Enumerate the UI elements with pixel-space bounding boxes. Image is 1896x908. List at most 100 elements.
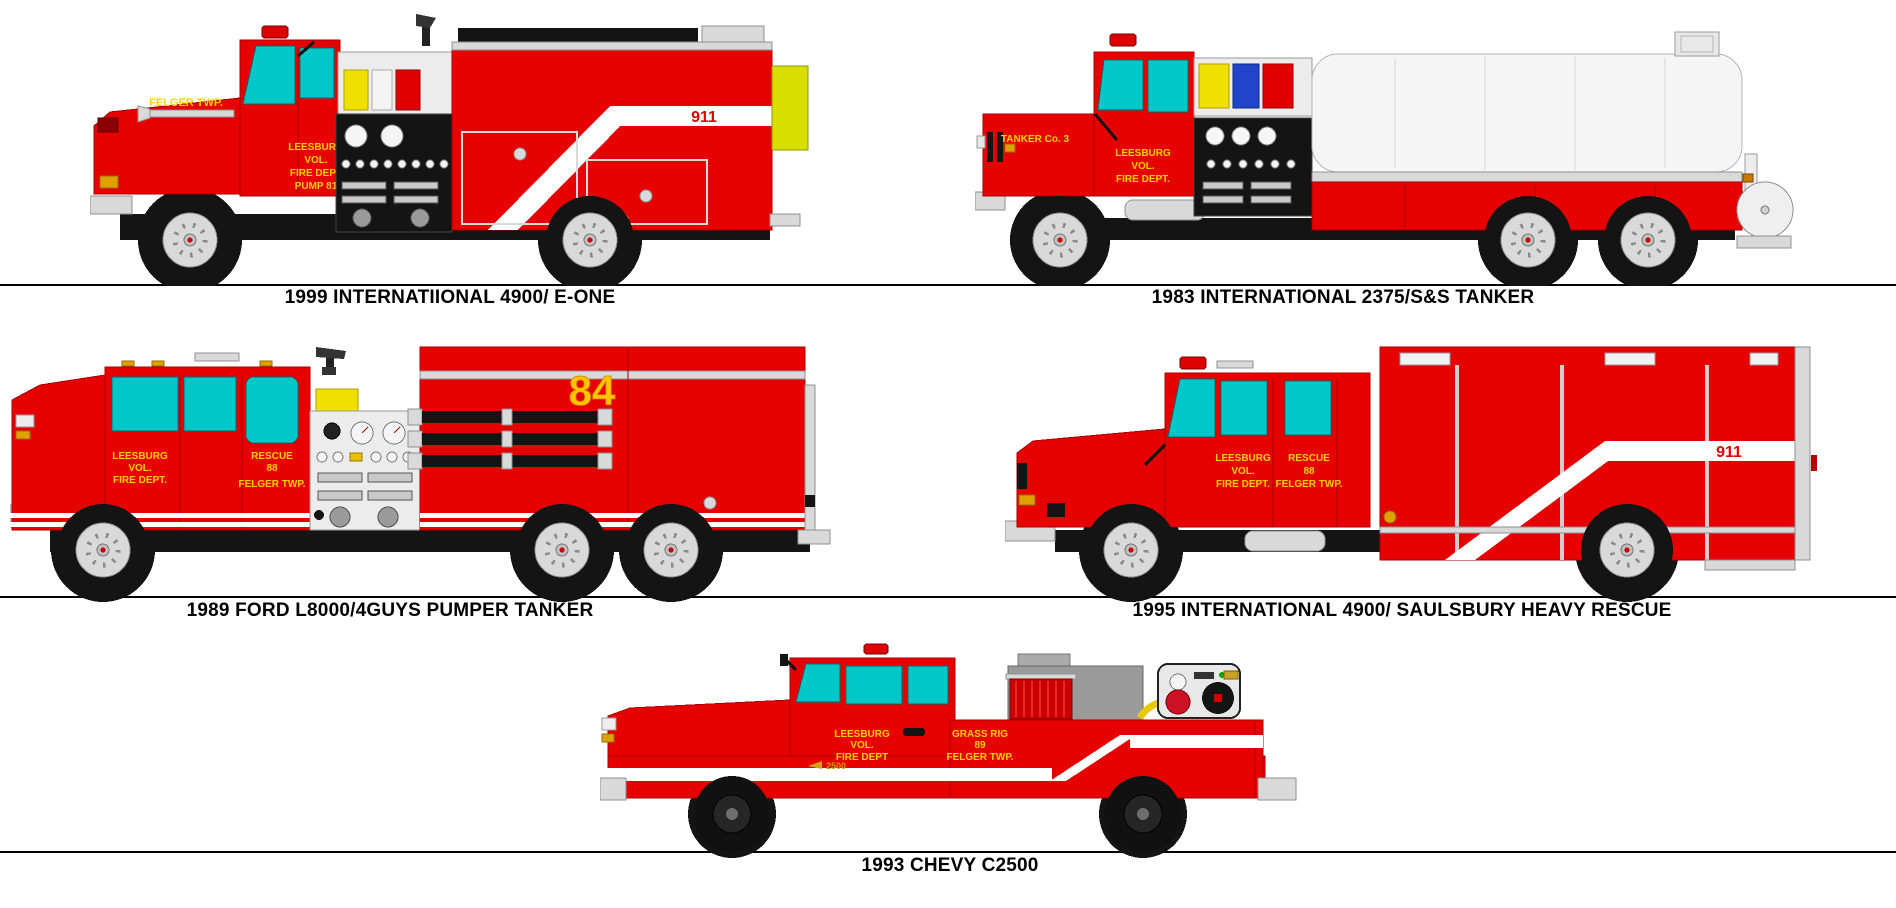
rear-diamond-plate <box>1794 346 1811 561</box>
svg-text:LEESBURG: LEESBURG <box>288 142 344 153</box>
mirror-arm <box>1093 113 1119 141</box>
crosslay-hose-yellow <box>343 69 369 111</box>
body-911-marking: 911 <box>691 109 717 126</box>
crosslay-hose-blue <box>1232 63 1260 109</box>
truck-engine-pump-81-illustration: FELGER TWP. LEESBURG VOL. FIRE DEPT PUMP… <box>90 14 809 286</box>
svg-text:FELGER TWP.: FELGER TWP. <box>946 752 1013 763</box>
turn-signal <box>601 733 615 743</box>
hood <box>607 699 791 759</box>
deck-gun <box>316 347 346 375</box>
svg-text:89: 89 <box>974 740 986 751</box>
air-horn-bell <box>137 105 151 123</box>
crew-door-window <box>1284 380 1332 436</box>
crew-door-window <box>245 376 299 444</box>
mirror <box>297 40 315 58</box>
rear-wheel <box>1604 196 1692 284</box>
deck-gun <box>422 20 430 46</box>
rear-wheel <box>1484 196 1572 284</box>
skid-unit <box>1005 653 1241 721</box>
door-window <box>1147 59 1189 113</box>
svg-text:FIRE DEPT.: FIRE DEPT. <box>1116 174 1170 185</box>
crosslay-hose-yellow <box>1198 63 1230 109</box>
tank-body: 84 <box>407 346 831 545</box>
compartment-door <box>461 131 578 225</box>
beacon-light <box>1179 356 1207 370</box>
pump-module <box>1193 57 1313 217</box>
truck-grass-rig-89-illustration: LEESBURG VOL. FIRE DEPT GRASS RIG 89 FEL… <box>600 643 1297 858</box>
rear-bumper <box>1257 777 1297 801</box>
marker-light <box>1004 143 1016 153</box>
body-911-marking: 911 <box>1716 444 1742 461</box>
windshield <box>111 376 179 432</box>
svg-text:VOL.: VOL. <box>1131 161 1155 172</box>
grille <box>1017 463 1027 489</box>
beacon-light <box>261 25 289 39</box>
svg-text:VOL.: VOL. <box>304 155 328 166</box>
hood-lettering: TANKER Co. 3 <box>1001 134 1070 145</box>
mirror-arm <box>1143 443 1167 467</box>
cab: TANKER Co. 3 LEESBURG VOL. FIRE DEPT. <box>975 33 1206 221</box>
rear-hose-reel <box>1736 153 1794 249</box>
cab: FELGER TWP. LEESBURG VOL. FIRE DEPT PUMP… <box>90 25 344 215</box>
headlight <box>976 135 986 149</box>
crosslay-hose-red <box>1262 63 1294 109</box>
door-window <box>299 47 335 99</box>
rear-step <box>1704 559 1796 571</box>
fuel-tank <box>1124 199 1206 221</box>
svg-text:FELGER TWP.: FELGER TWP. <box>1275 479 1342 490</box>
door-handle <box>903 728 925 736</box>
door-window <box>845 665 903 705</box>
crosslay-hose-yellow <box>315 388 359 412</box>
rear-wheel <box>1105 776 1181 852</box>
roof-marker <box>1604 352 1656 366</box>
truck-heavy-rescue-88-illustration: LEESBURG VOL. FIRE DEPT. RESCUE 88 FELGE… <box>1005 346 1817 602</box>
svg-text:PUMP 81: PUMP 81 <box>295 181 338 192</box>
caption-truck-3: 1989 FORD L8000/4GUYS PUMPER TANKER <box>186 600 594 621</box>
front-wheel <box>694 776 770 852</box>
caption-truck-5: 1993 CHEVY C2500 <box>861 855 1039 876</box>
body-marker-light <box>1383 510 1397 524</box>
rear-wheel <box>1581 504 1673 596</box>
badge-arrow <box>808 761 822 769</box>
cab: LEESBURG VOL. FIRE DEPT. RESCUE 88 FELGE… <box>1005 356 1371 552</box>
air-horn <box>194 352 240 362</box>
rear-grab-marker <box>1811 455 1817 471</box>
svg-text:88: 88 <box>266 463 278 474</box>
pump-module <box>309 388 421 531</box>
crosslay-hose-red <box>395 69 421 111</box>
front-bumper <box>600 777 627 801</box>
door-lettering: LEESBURG VOL. FIRE DEPT. <box>1215 453 1271 490</box>
door-lettering: LEESBURG VOL. FIRE DEPT. <box>112 451 168 486</box>
bumper-winch <box>1047 503 1065 517</box>
exhaust-pipe <box>1017 653 1071 667</box>
unit-number-84: 84 <box>569 367 616 414</box>
cab: LEESBURG VOL. FIRE DEPT. RESCUE 88 FELGE… <box>10 352 311 531</box>
ground-line-row2 <box>0 596 1896 598</box>
door-lettering: LEESBURG VOL. FIRE DEPT PUMP 81 <box>288 142 344 192</box>
svg-text:FIRE DEPT: FIRE DEPT <box>836 752 888 763</box>
front-bumper <box>90 195 133 215</box>
caption-truck-2: 1983 INTERNATIONAL 2375/S&S TANKER <box>1151 287 1535 308</box>
windshield <box>795 663 841 703</box>
front-wheel <box>1016 196 1104 284</box>
front-wheel <box>1085 504 1177 596</box>
svg-text:VOL.: VOL. <box>850 740 874 751</box>
windshield <box>1167 378 1216 438</box>
air-horn <box>149 109 235 118</box>
body: 911 <box>451 25 809 231</box>
rear-wheel <box>546 196 634 284</box>
roof-marker-light <box>151 360 165 367</box>
bed-side <box>949 719 1264 799</box>
turn-signal <box>99 175 119 189</box>
caption-truck-4: 1995 INTERNATIONAL 4900/ SAULSBURY HEAVY… <box>1132 600 1672 621</box>
beacon-light <box>863 643 889 655</box>
hood-lettering: FELGER TWP. <box>149 97 223 109</box>
svg-text:RESCUE: RESCUE <box>1288 453 1330 464</box>
headlight <box>15 414 35 428</box>
rear-step <box>1736 235 1792 249</box>
caption-truck-1: 1999 INTERNATIIONAL 4900/ E-ONE <box>284 287 616 308</box>
hose-reel <box>1009 678 1073 720</box>
svg-text:FIRE DEPT.: FIRE DEPT. <box>113 475 167 486</box>
bed-door-lettering: GRASS RIG 89 FELGER TWP. <box>946 729 1013 763</box>
